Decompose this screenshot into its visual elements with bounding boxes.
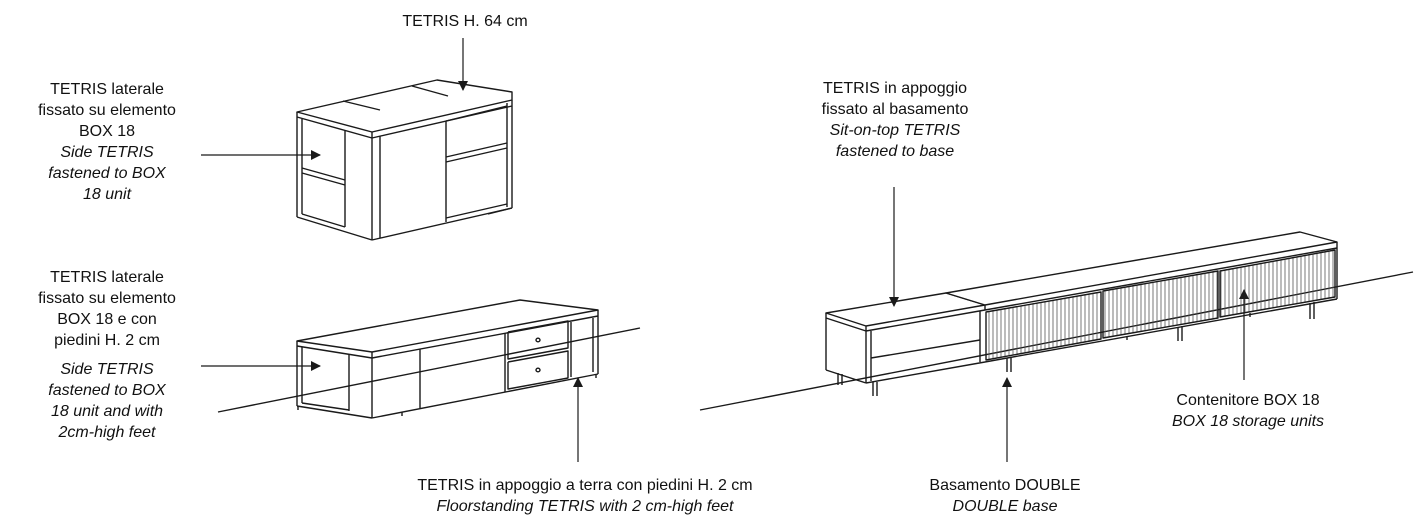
label-line-regular: fissato su elemento [38, 102, 176, 119]
label-line-italic: Sit-on-top TETRIS [829, 122, 961, 139]
label-line-italic: BOX 18 storage units [1171, 413, 1325, 430]
label-line-regular: TETRIS laterale [50, 269, 164, 286]
label-line-italic: DOUBLE base [952, 498, 1058, 515]
label-line-italic: 18 unit [82, 186, 132, 203]
label-line-regular: Basamento DOUBLE [929, 477, 1081, 494]
label-line-regular: piedini H. 2 cm [54, 332, 160, 349]
upper-left-cabinet [296, 79, 513, 241]
label-line-italic: 18 unit and with [50, 403, 164, 420]
label-tetris-h64: TETRIS H. 64 cm [360, 11, 570, 32]
label-line-regular: fissato al basamento [821, 101, 969, 118]
label-line-italic: fastened to BOX [48, 165, 166, 182]
label-box18-storage: Contenitore BOX 18 BOX 18 storage units [1138, 390, 1358, 432]
lower-left-cabinet [217, 299, 641, 419]
label-line-italic: Side TETRIS [60, 361, 154, 378]
label-line-regular: TETRIS H. 64 cm [402, 13, 528, 30]
label-line-italic: 2cm-high feet [58, 424, 156, 441]
label-line-regular: BOX 18 e con [57, 311, 157, 328]
label-line-regular: BOX 18 [78, 123, 136, 140]
label-double-base: Basamento DOUBLE DOUBLE base [885, 475, 1125, 517]
label-line-regular: TETRIS in appoggio [822, 80, 968, 97]
label-line-regular: TETRIS in appoggio a terra con piedini H… [417, 477, 753, 494]
label-line-italic: fastened to base [835, 143, 955, 160]
label-line-regular: fissato su elemento [38, 290, 176, 307]
label-line-italic: Side TETRIS [60, 144, 154, 161]
label-line-regular: TETRIS laterale [50, 81, 164, 98]
label-line-italic: fastened to BOX [48, 382, 166, 399]
right-composition [699, 231, 1414, 411]
label-line-italic: Floorstanding TETRIS with 2 cm-high feet [436, 498, 734, 515]
label-line-regular: Contenitore BOX 18 [1176, 392, 1320, 409]
label-floorstanding: TETRIS in appoggio a terra con piedini H… [345, 475, 825, 517]
